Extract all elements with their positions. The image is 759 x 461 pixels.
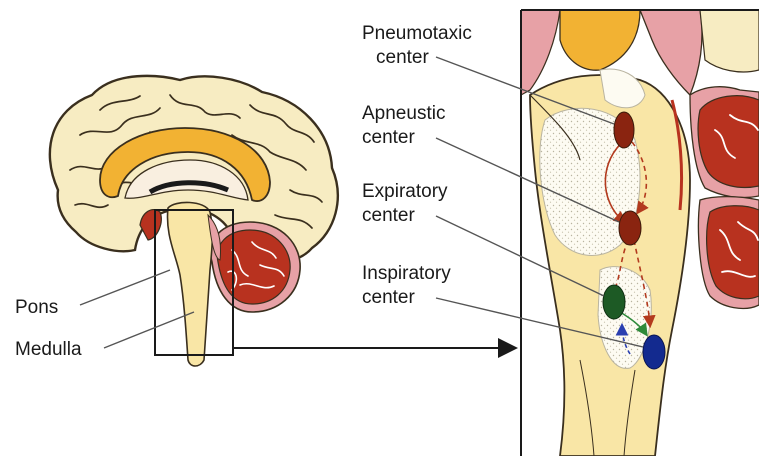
inspiratory-center-dot bbox=[643, 335, 665, 369]
cerebellum bbox=[210, 222, 300, 312]
inspiratory-label-line2: center bbox=[362, 286, 415, 309]
pons-leader-line bbox=[80, 270, 170, 305]
pneumotaxic-center-dot bbox=[614, 112, 634, 148]
brainstem bbox=[167, 202, 212, 366]
apneustic-center-dot bbox=[619, 211, 641, 245]
medulla-label: Medulla bbox=[15, 338, 82, 361]
expiratory-label-line2: center bbox=[362, 204, 415, 227]
apneustic-label-line1: Apneustic bbox=[362, 102, 445, 125]
expiratory-label-line1: Expiratory bbox=[362, 180, 448, 203]
zoomed-brainstem bbox=[521, 10, 759, 456]
apneustic-label-line2: center bbox=[362, 126, 415, 149]
pons-label: Pons bbox=[15, 296, 58, 319]
pneumotaxic-label-line1: Pneumotaxic bbox=[362, 22, 472, 45]
expiratory-center-dot bbox=[603, 285, 625, 319]
brain-sagittal-view bbox=[50, 76, 338, 366]
pneumotaxic-label-line2: center bbox=[376, 46, 429, 69]
medulla-leader-line bbox=[104, 312, 194, 348]
inspiratory-label-line1: Inspiratory bbox=[362, 262, 451, 285]
